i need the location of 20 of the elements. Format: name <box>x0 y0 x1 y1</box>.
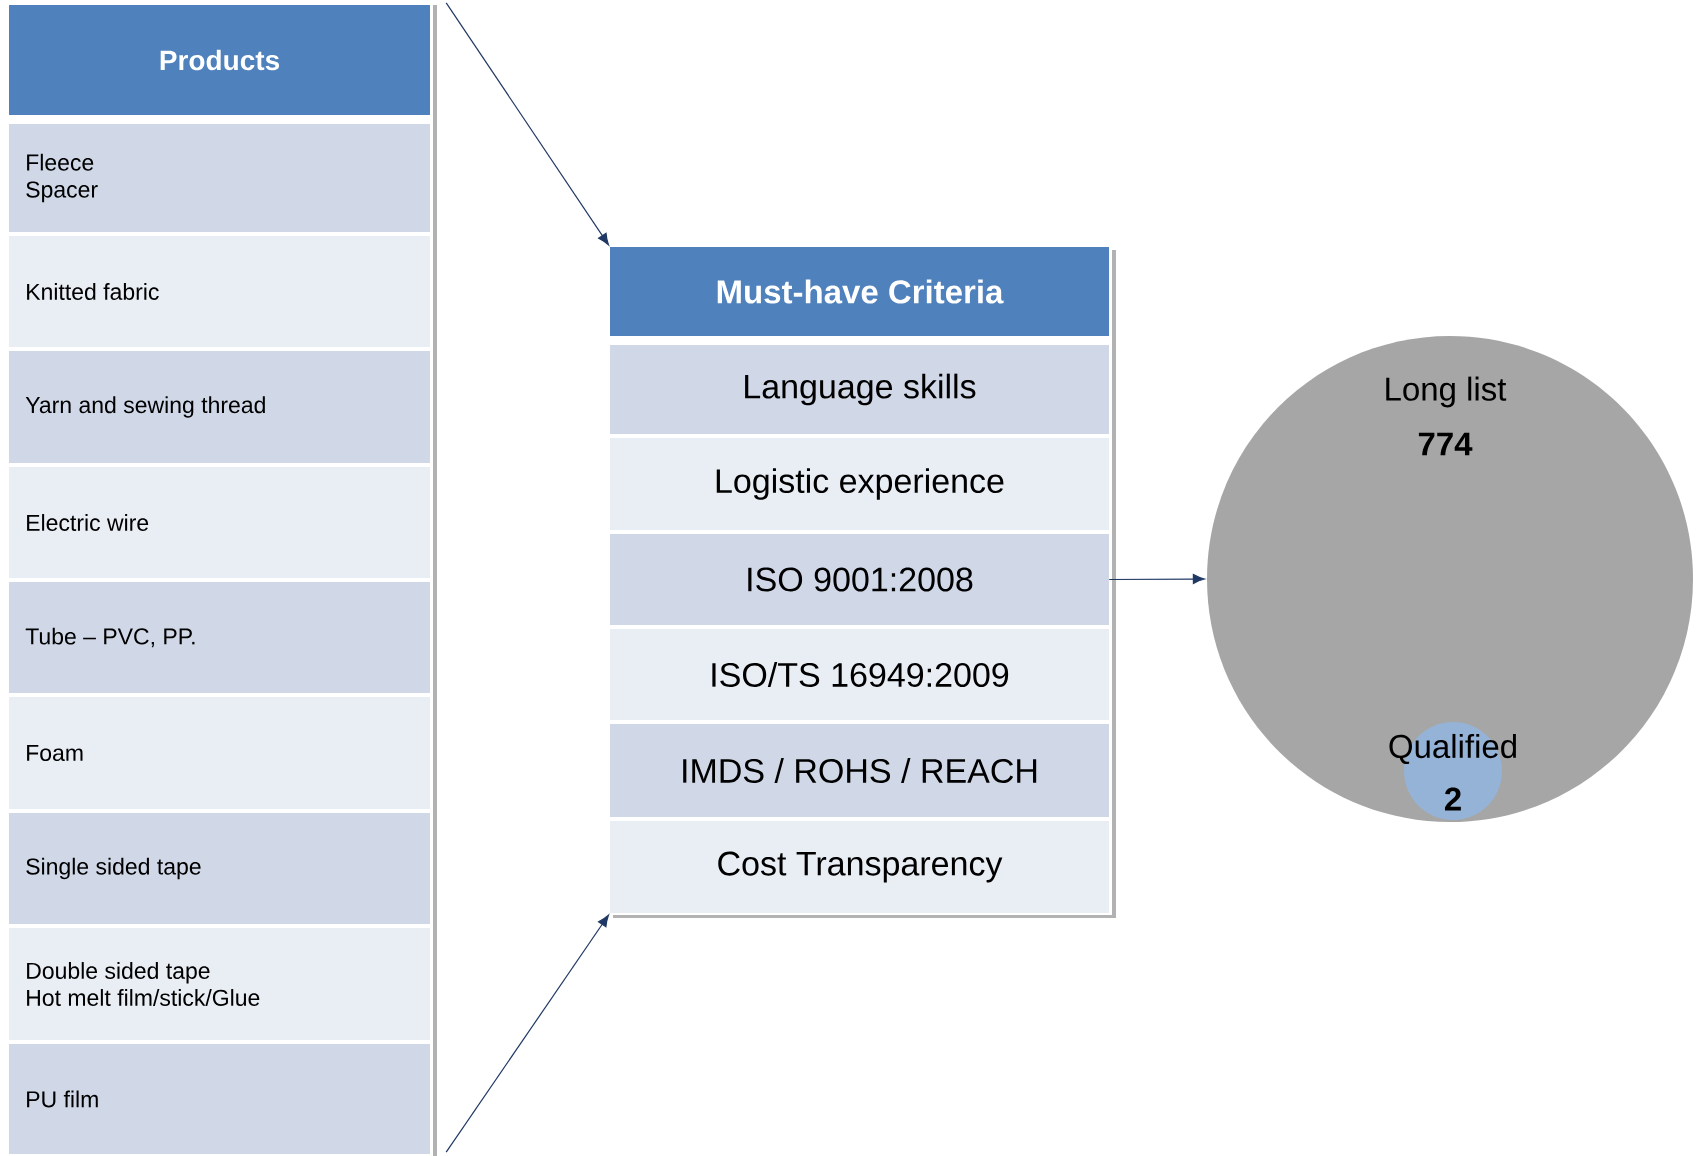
table-row: Language skills <box>610 345 1109 434</box>
table-row: Cost Transparency <box>610 821 1109 913</box>
table-row: ISO/TS 16949:2009 <box>610 629 1109 720</box>
table-row: Knitted fabric <box>9 236 430 347</box>
arrow <box>1108 574 1206 585</box>
header-cell: Must-have Criteria <box>610 247 1109 336</box>
header-cell: Products <box>9 5 430 115</box>
table-row: Yarn and sewing thread <box>9 351 430 463</box>
table-row: PU film <box>9 1044 430 1154</box>
arrow <box>445 2 610 246</box>
table-row: Fleece Spacer <box>9 124 430 232</box>
table-row: Double sided tape Hot melt film/stick/Glue <box>9 928 430 1040</box>
table-row: ISO 9001:2008 <box>610 534 1109 625</box>
arrow <box>445 914 610 1153</box>
table-row: Single sided tape <box>9 813 430 924</box>
table-row: IMDS / ROHS / REACH <box>610 724 1109 817</box>
table-row: Electric wire <box>9 467 430 578</box>
table-row: Foam <box>9 697 430 809</box>
table-row: Logistic experience <box>610 438 1109 530</box>
table-row: Tube – PVC, PP. <box>9 582 430 693</box>
